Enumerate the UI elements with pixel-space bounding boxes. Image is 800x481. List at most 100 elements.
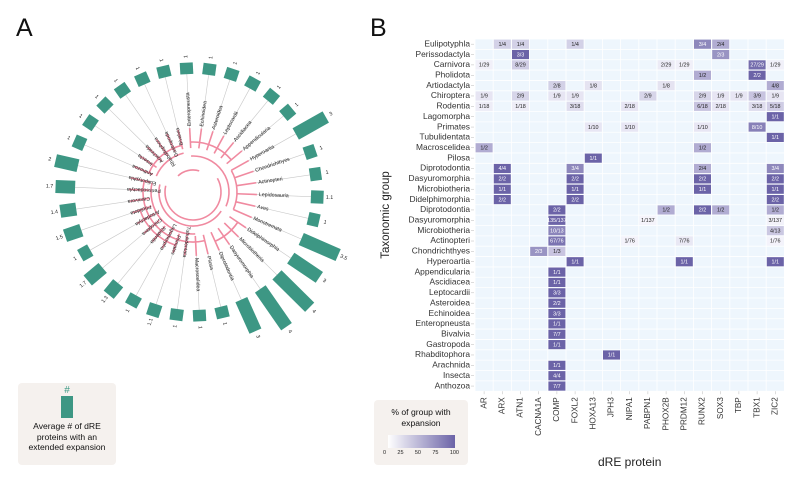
cell-value: 7/76 bbox=[679, 239, 690, 245]
taxon-bar bbox=[192, 309, 207, 322]
taxon-bar bbox=[82, 114, 99, 132]
heatmap-cell bbox=[493, 163, 511, 174]
cell-value: 27/29 bbox=[750, 63, 764, 69]
cell-value: 8/29 bbox=[515, 63, 526, 69]
taxon-bar bbox=[254, 285, 292, 331]
row-label: Bivalvia bbox=[441, 328, 470, 338]
taxon-label: Aves bbox=[257, 204, 270, 212]
cell-value: 1/1 bbox=[553, 270, 561, 276]
row-label: Enteropneusta bbox=[416, 318, 471, 328]
heatmap-cell bbox=[548, 91, 566, 101]
taxon-label: Diprotodontia bbox=[217, 251, 235, 282]
row-label: Echinoidea bbox=[429, 308, 471, 318]
taxon-label: Perissodactyla bbox=[127, 186, 161, 193]
bar-value-label: 4 bbox=[311, 309, 317, 315]
bar-value-label: 1 bbox=[125, 308, 132, 314]
cell-value: 6/18 bbox=[697, 104, 708, 110]
tree-branch bbox=[177, 129, 184, 150]
taxon-label: Bivalvia bbox=[175, 127, 185, 146]
bar-value-label: 4 bbox=[286, 329, 293, 335]
tree-branch bbox=[233, 208, 253, 219]
leaf-connector bbox=[135, 247, 163, 296]
cell-value: 1/2 bbox=[480, 146, 488, 152]
bar-value-label: 1 bbox=[323, 219, 327, 226]
cell-value: 1/4 bbox=[499, 42, 507, 48]
cell-value: 3/18 bbox=[752, 104, 763, 110]
leaf-connector bbox=[155, 252, 174, 305]
taxon-bar bbox=[235, 296, 262, 334]
heatmap-cell bbox=[694, 122, 711, 132]
cell-value: 2/2 bbox=[499, 177, 507, 183]
cell-value: 2/8 bbox=[553, 83, 561, 89]
row-label: Gastropoda bbox=[426, 339, 470, 349]
taxon-bar bbox=[124, 292, 142, 309]
heatmap-cell bbox=[766, 91, 784, 101]
taxon-bar bbox=[223, 66, 240, 82]
tree-branch bbox=[132, 205, 152, 214]
bar-value-label: 1 bbox=[158, 58, 165, 62]
row-label: Leptocardii bbox=[429, 287, 470, 297]
row-label: Pilosa bbox=[447, 152, 470, 162]
heatmap-cell bbox=[512, 60, 529, 70]
heatmap-cell bbox=[621, 101, 639, 111]
heatmap-cell bbox=[675, 257, 693, 267]
heatmap-cell bbox=[566, 39, 584, 49]
cell-value: 1/1 bbox=[553, 322, 561, 328]
row-label: Insecta bbox=[443, 370, 470, 380]
taxon-label: Macroscelidea bbox=[193, 258, 201, 292]
cell-value: 1/10 bbox=[588, 125, 599, 131]
heatmap-cell bbox=[694, 174, 711, 184]
cell-value: 2/18 bbox=[624, 104, 635, 110]
bar-value-label: 1 bbox=[255, 71, 262, 77]
heatmap-cell bbox=[694, 101, 711, 111]
legend-text-line: Average # of dRE bbox=[33, 421, 101, 431]
taxon-bar bbox=[306, 211, 321, 228]
tree-branch-arc bbox=[230, 169, 238, 210]
heatmap-cell bbox=[548, 226, 566, 236]
cell-value: 1/1 bbox=[772, 187, 780, 193]
leaf-connector bbox=[125, 94, 157, 140]
column-label: ZIC2 bbox=[770, 397, 779, 415]
taxon-bar bbox=[310, 190, 324, 204]
leaf-connector bbox=[201, 74, 209, 129]
cell-value: 2/3 bbox=[535, 249, 543, 255]
tree-branch bbox=[161, 230, 173, 249]
cell-value: 1/1 bbox=[681, 259, 689, 265]
heatmap-cell bbox=[712, 205, 730, 215]
taxon-label: Echinoidea bbox=[199, 101, 208, 127]
cell-value: 1/1 bbox=[699, 187, 707, 193]
heatmap-cell bbox=[766, 226, 784, 236]
cell-value: 2/2 bbox=[571, 197, 579, 203]
column-label: PRDM12 bbox=[679, 397, 688, 431]
cell-value: 1/1 bbox=[571, 259, 579, 265]
heatmap-cell bbox=[748, 91, 766, 101]
tree-branch bbox=[234, 170, 254, 179]
taxon-label: Hyperoartia bbox=[249, 144, 275, 162]
heatmap-cell bbox=[548, 308, 566, 319]
bar-value-label: 1 bbox=[221, 322, 228, 326]
taxon-bar bbox=[279, 103, 297, 122]
leaf-connector bbox=[256, 174, 310, 184]
cell-value: 10/13 bbox=[550, 228, 564, 234]
tree-branch bbox=[210, 231, 220, 251]
tree-branch-arc bbox=[139, 209, 176, 246]
cell-value: 3/9 bbox=[753, 94, 761, 100]
taxon-bar bbox=[287, 252, 323, 283]
heatmap-cell bbox=[748, 122, 766, 132]
cell-value: 1/10 bbox=[624, 125, 635, 131]
tree-branch bbox=[155, 138, 169, 157]
row-label: Diprotodontia bbox=[420, 163, 470, 173]
heatmap-cell bbox=[766, 257, 784, 267]
tree-branch bbox=[188, 128, 192, 149]
bar-value-label: 3 bbox=[328, 111, 334, 118]
leaf-connector bbox=[102, 232, 145, 269]
leaf-connector bbox=[245, 227, 291, 259]
bar-value-label: 1 bbox=[319, 145, 324, 152]
heatmap-cell bbox=[548, 298, 566, 308]
taxon-label: Pilosa bbox=[205, 256, 214, 271]
leaf-connector bbox=[218, 250, 242, 300]
cell-value: 2/18 bbox=[715, 104, 726, 110]
heatmap-cell bbox=[766, 112, 784, 122]
tree-branch bbox=[220, 142, 235, 159]
